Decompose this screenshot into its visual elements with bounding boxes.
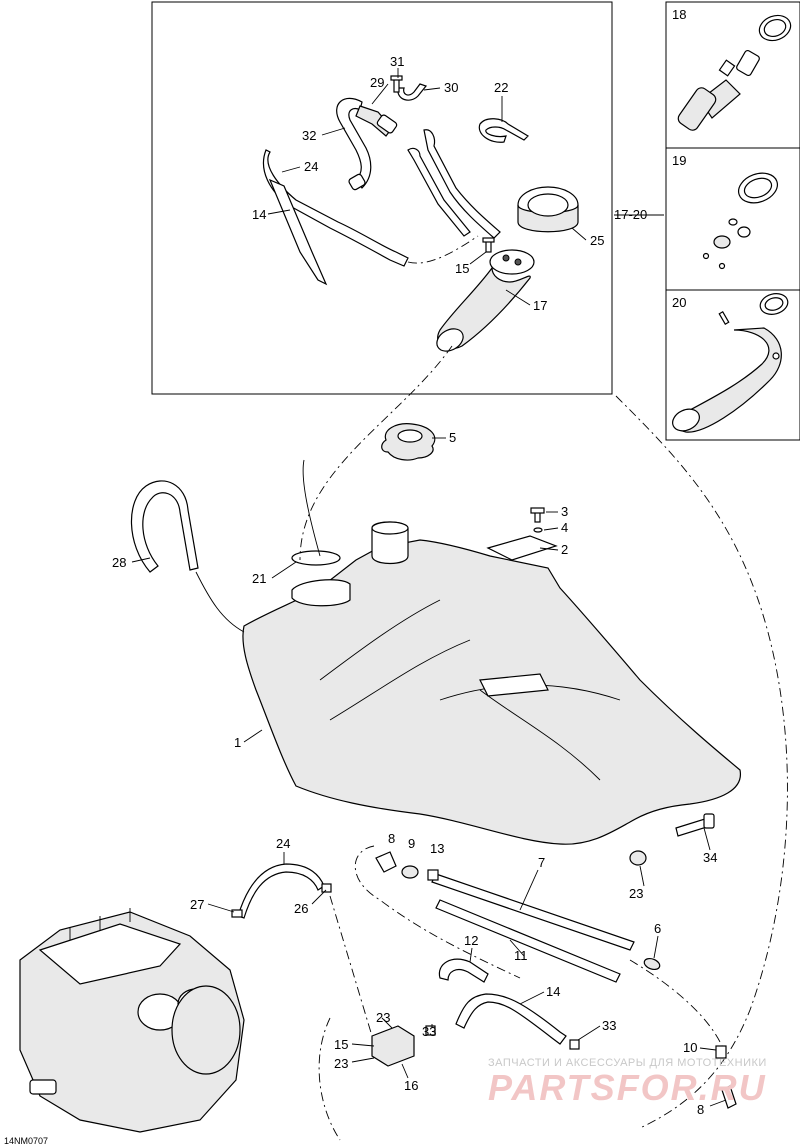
kit-20-box [665, 289, 800, 441]
callout-leaders [131, 68, 727, 1107]
route-tank-arrow [195, 571, 245, 633]
callout-32: 32 [302, 128, 316, 143]
callout-23-lower: 23 [334, 1056, 348, 1071]
callout-12: 12 [464, 933, 478, 948]
bolt-34 [675, 813, 715, 837]
fitting-8-9-13 [375, 851, 439, 881]
cable-tie-22 [478, 118, 529, 143]
callout-25: 25 [590, 233, 604, 248]
callout-20: 20 [672, 295, 686, 310]
hose-14-lower [455, 993, 567, 1045]
fittings-10-33 [569, 1039, 737, 1109]
route-hose-to-line [354, 845, 521, 979]
callout-15-top: 15 [455, 261, 469, 276]
fuel-lines-7-11 [431, 873, 661, 983]
washer-4 [533, 527, 543, 533]
callout-26: 26 [294, 901, 308, 916]
callout-17: 17 [533, 298, 547, 313]
kit-label: 17-20 [614, 207, 647, 222]
callout-22: 22 [494, 80, 508, 95]
screw-15-top [482, 237, 495, 253]
kit-19-parts [702, 172, 778, 270]
callout-6: 6 [654, 921, 661, 936]
callout-23-right: 23 [629, 886, 643, 901]
nut-23-right [629, 850, 647, 866]
callout-1: 1 [234, 735, 241, 750]
callout-30: 30 [444, 80, 458, 95]
callout-15-lower: 15 [334, 1037, 348, 1052]
lock-ring-25 [517, 186, 579, 233]
fuel-pump-detail-box [151, 1, 613, 395]
callout-27: 27 [190, 897, 204, 912]
callout-8-lower: 8 [697, 1102, 704, 1117]
watermark-tagline: ЗАПЧАСТИ И АКСЕССУАРЫ ДЛЯ МОТОТЕХНИКИ [488, 1057, 767, 1069]
engine [19, 908, 245, 1133]
callout-33-left: 33 [422, 1024, 436, 1039]
fuel-pump-lines [407, 129, 501, 239]
callout-29: 29 [370, 75, 384, 90]
callout-24-top: 24 [304, 159, 318, 174]
callout-2: 2 [561, 542, 568, 557]
route-screw-15-tank [302, 459, 321, 557]
route-pump-to-tank [299, 345, 453, 561]
route-pump-lower [318, 1017, 341, 1141]
callout-11: 11 [514, 948, 528, 963]
vent-hose-28 [130, 480, 199, 573]
o-ring-21 [291, 550, 341, 566]
clamp-30 [397, 83, 428, 101]
callout-3: 3 [561, 504, 568, 519]
fuel-pump-16 [371, 1025, 436, 1067]
callout-24-lower: 24 [276, 836, 290, 851]
watermark-logo: PARTSFOR.RU [488, 1067, 767, 1108]
gasket-2 [486, 535, 558, 561]
callout-34: 34 [703, 850, 717, 865]
callout-14-lower: 14 [546, 984, 560, 999]
route-hose24-down [329, 895, 373, 1037]
callout-4: 4 [561, 520, 568, 535]
clamp-26 [321, 883, 332, 893]
fuel-cap-5 [381, 423, 436, 461]
hose-dash-link [407, 235, 479, 264]
hose-24-lower [237, 863, 325, 919]
callout-31: 31 [390, 54, 404, 69]
fuel-tank-1 [242, 521, 741, 845]
route-kit-to-tank [615, 395, 788, 1129]
callout-16: 16 [404, 1078, 418, 1093]
callout-9: 9 [408, 836, 415, 851]
callout-7: 7 [538, 855, 545, 870]
kit-20-parts [672, 293, 789, 433]
callout-10: 10 [683, 1040, 697, 1055]
screw-3 [530, 507, 545, 523]
clamp-27 [231, 909, 243, 918]
kit-18-parts [677, 14, 792, 131]
callout-23-upper: 23 [376, 1010, 390, 1025]
diagram-code: 14NM0707 [4, 1136, 48, 1146]
callout-28: 28 [112, 555, 126, 570]
callout-5: 5 [449, 430, 456, 445]
callout-18: 18 [672, 7, 686, 22]
callout-19: 19 [672, 153, 686, 168]
fuel-line-32 [336, 97, 398, 191]
callout-14-top: 14 [252, 207, 266, 222]
screw-31 [390, 75, 403, 93]
callout-21: 21 [252, 571, 266, 586]
route-line-right [629, 959, 723, 1047]
fuel-pump-17 [436, 249, 535, 352]
hose-12 [438, 958, 489, 983]
callout-8-upper: 8 [388, 831, 395, 846]
vent-hose-14 [262, 149, 409, 286]
callout-33-right: 33 [602, 1018, 616, 1033]
callout-13: 13 [430, 841, 444, 856]
